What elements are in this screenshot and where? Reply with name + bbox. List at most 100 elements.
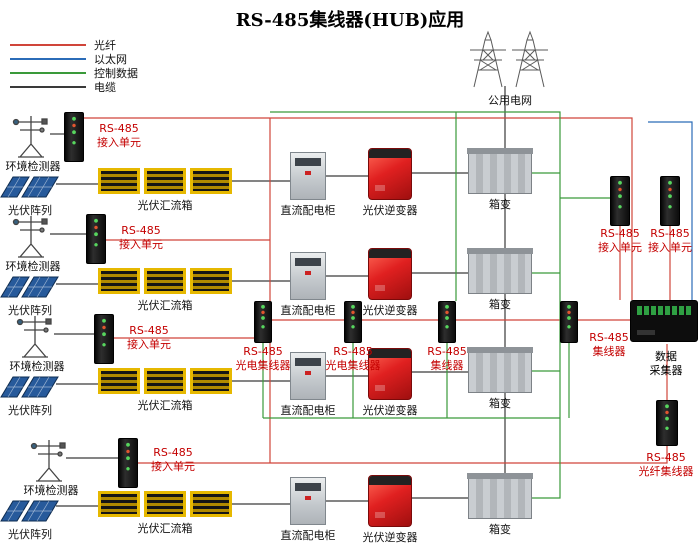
pv-combiner-label: 光伏汇流箱 — [137, 522, 193, 535]
label-line: 数据 — [655, 350, 677, 363]
pv-combiner-box — [98, 168, 140, 194]
label-line: RS-485 — [153, 446, 193, 459]
label-line: RS-485 — [243, 345, 283, 358]
pv-combiner-box — [98, 368, 140, 394]
env-detector-label: 环境检测器 — [23, 484, 79, 497]
env-detector-icon — [12, 216, 48, 258]
pv-combiner-box — [144, 491, 186, 517]
pv-combiner-box — [144, 268, 186, 294]
label-line: 集线器 — [592, 344, 626, 358]
label-line: RS-485 — [650, 227, 690, 240]
wire-segment — [648, 121, 693, 300]
pv-combiner-box — [190, 368, 232, 394]
dc-cabinet-label: 直流配电柜 — [280, 404, 336, 417]
box-transformer-device — [467, 148, 533, 194]
box-transformer-label: 箱变 — [489, 523, 511, 536]
legend-line-cable — [10, 86, 86, 88]
dc-cabinet-device — [290, 152, 326, 200]
opto-hub-device — [254, 301, 272, 343]
label-line: RS-485 — [589, 331, 629, 344]
pv-array-icon — [0, 500, 59, 522]
pv-combiner-box — [144, 168, 186, 194]
wire-segment — [84, 117, 633, 300]
label-line: RS-485 — [600, 227, 640, 240]
box-transformer-device — [467, 473, 533, 519]
legend-item: 光纤 — [10, 38, 170, 52]
label-line: 光纤集线器 — [638, 464, 694, 478]
legend-label: 电缆 — [94, 81, 116, 94]
fiber-hub-device — [656, 400, 678, 446]
rs485-access-unit-device — [118, 438, 138, 488]
opto-hub-device — [344, 301, 362, 343]
pv-array-icon — [0, 276, 59, 298]
dc-cabinet-device — [290, 252, 326, 300]
label-line: 接入单元 — [151, 459, 195, 473]
env-detector-label: 环境检测器 — [5, 160, 61, 173]
pv-combiner-box — [144, 368, 186, 394]
label-line: 接入单元 — [598, 240, 642, 254]
legend-line-control — [10, 72, 86, 74]
pv-array-label: 光伏阵列 — [8, 528, 52, 541]
box-transformer-label: 箱变 — [489, 298, 511, 311]
label-line: 接入单元 — [97, 135, 141, 149]
data-collector-label: 数据采集器 — [640, 350, 692, 378]
pv-array-icon — [0, 176, 59, 198]
pv-combiner-box — [190, 168, 232, 194]
pv-combiner-box — [98, 491, 140, 517]
rs485-access-unit-device — [610, 176, 630, 226]
label-line: RS-485 — [427, 345, 467, 358]
label-line: 集线器 — [430, 358, 464, 372]
legend-item: 控制数据 — [10, 66, 170, 80]
label-line: RS-485 — [333, 345, 373, 358]
pv-combiner-box — [98, 268, 140, 294]
dc-cabinet-label: 直流配电柜 — [280, 304, 336, 317]
legend-line-fiber — [10, 44, 86, 46]
pv-inverter-label: 光伏逆变器 — [362, 404, 418, 417]
env-detector-icon — [16, 316, 52, 358]
pv-array-icon — [0, 376, 59, 398]
pv-inverter-label: 光伏逆变器 — [362, 204, 418, 217]
legend-item: 以太网 — [10, 52, 170, 66]
utility-grid-towers-icon — [470, 30, 548, 88]
pv-array-label: 光伏阵列 — [8, 404, 52, 417]
rs485-access-unit-device — [94, 314, 114, 364]
box-transformer-label: 箱变 — [489, 397, 511, 410]
legend-item: 电缆 — [10, 80, 170, 94]
label-line: 接入单元 — [127, 337, 171, 351]
label-line: RS-485 — [99, 122, 139, 135]
label-line: 采集器 — [649, 363, 683, 377]
env-detector-label: 环境检测器 — [5, 260, 61, 273]
pv-array-label: 光伏阵列 — [8, 204, 52, 217]
env-detector-icon — [12, 116, 48, 158]
pv-inverter-device — [368, 148, 412, 200]
dc-cabinet-device — [290, 477, 326, 525]
wires-ethernet — [648, 121, 693, 300]
legend-label: 光纤 — [94, 39, 116, 52]
dc-cabinet-device — [290, 352, 326, 400]
rs485-access-unit-device — [86, 214, 106, 264]
wires-cable — [50, 86, 506, 507]
rs485-hub-device — [560, 301, 578, 343]
dc-cabinet-label: 直流配电柜 — [280, 529, 336, 542]
legend-label: 以太网 — [94, 53, 127, 66]
box-transformer-device — [467, 248, 533, 294]
box-transformer-device — [467, 347, 533, 393]
pv-inverter-device — [368, 248, 412, 300]
pv-combiner-box — [190, 491, 232, 517]
label-line: 光电集线器 — [325, 358, 381, 372]
pv-inverter-device — [368, 348, 412, 400]
label-line: 接入单元 — [648, 240, 692, 254]
legend-label: 控制数据 — [94, 67, 138, 80]
legend: 光纤 以太网 控制数据 电缆 — [10, 38, 170, 94]
rs485-hub-device — [438, 301, 456, 343]
pv-combiner-label: 光伏汇流箱 — [137, 199, 193, 212]
pv-combiner-box — [190, 268, 232, 294]
